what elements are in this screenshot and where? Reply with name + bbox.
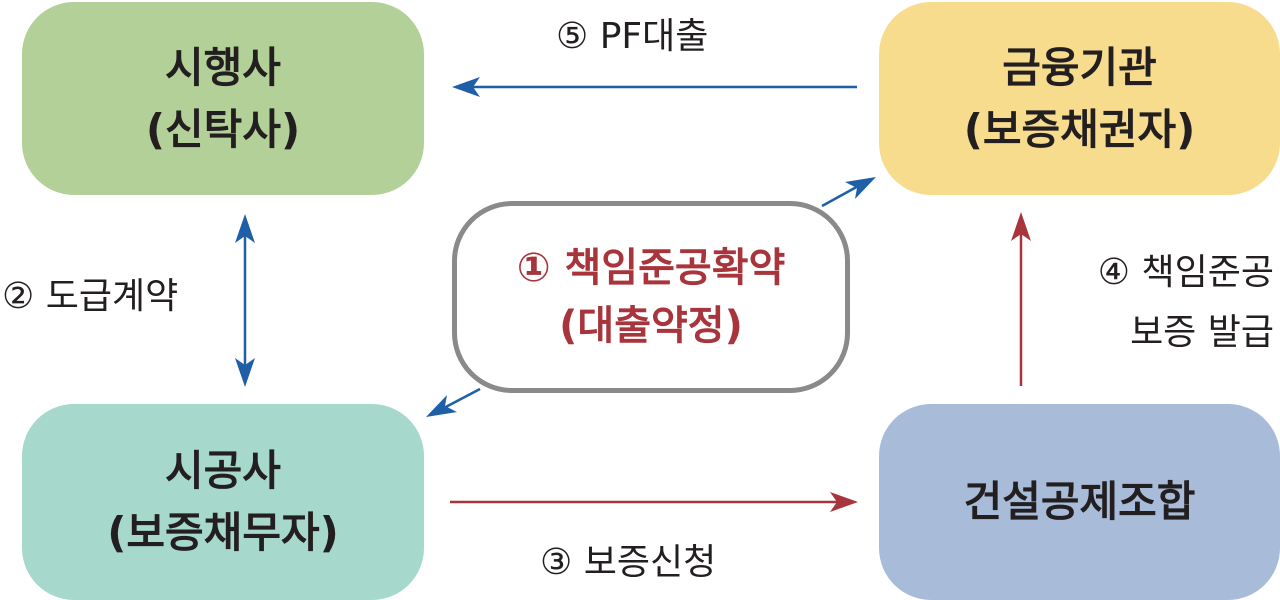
arrow-contract [235, 214, 255, 387]
node-guarantor: 건설공제조합 [879, 404, 1280, 600]
edge-label-pf-loan: ⑤ PF대출 [556, 16, 709, 57]
node-center-title: ① 책임준공확약 [516, 245, 786, 291]
node-lender: 금융기관 (보증채권자) [879, 2, 1280, 195]
node-developer-title: 시행사 [165, 42, 281, 92]
node-lender-subtitle: (보증채권자) [963, 104, 1196, 154]
node-center-commitment: ① 책임준공확약 (대출약정) [452, 201, 850, 393]
node-developer: 시행사 (신탁사) [22, 2, 424, 195]
node-builder-title: 시공사 [165, 446, 281, 495]
arrow-guarantee-request [450, 492, 858, 512]
arrow-guarantee-issue [1011, 212, 1031, 386]
edge-label-guarantee-issue-line2: 보증 발급 [1130, 312, 1274, 353]
node-center-subtitle: (대출약정) [559, 303, 743, 349]
edge-label-guarantee-issue-line1: ④ 책임준공 [1097, 252, 1274, 293]
edge-label-guarantee-issue: ④ 책임준공 보증 발급 [1044, 243, 1274, 363]
edge-label-contract: ② 도급계약 [2, 276, 179, 317]
node-builder: 시공사 (보증채무자) [22, 404, 424, 600]
node-developer-subtitle: (신탁사) [145, 104, 301, 154]
node-lender-title: 금융기관 [1002, 42, 1157, 92]
node-guarantor-title: 건설공제조합 [963, 477, 1196, 526]
edge-label-guarantee-request: ③ 보증신청 [540, 542, 717, 583]
arrow-center-to-lender [821, 177, 876, 208]
arrow-center-to-builder [426, 387, 481, 417]
arrow-pf-loan [452, 77, 857, 97]
node-builder-subtitle: (보증채무자) [107, 508, 339, 557]
